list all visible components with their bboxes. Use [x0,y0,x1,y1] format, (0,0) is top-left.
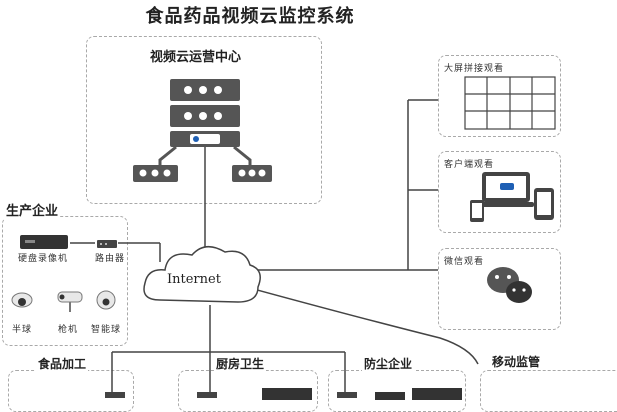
bigscreen-label: 大屏拼接观看 [444,64,505,74]
wechat-icon [487,267,532,303]
diagram-graphics [11,76,556,400]
client-devices-icon [470,172,554,222]
dome-camera-icon [11,292,33,308]
internet-cloud-icon [143,246,261,303]
bottom-devices-icon [105,388,462,400]
dvr-icon [20,235,68,249]
page-title: 食品药品视频云监控系统 [145,6,355,27]
wechat-label: 微信观看 [444,257,485,267]
ops-center-label: 视频云运营中心 [150,50,242,65]
router-icon [97,240,117,248]
router-label: 路由器 [95,254,126,264]
mobile-supervision-label: 移动监管 [490,353,543,370]
smart-ball-camera-label: 智能球 [91,325,122,335]
bullet-camera-label: 枪机 [58,325,79,335]
client-label: 客户端观看 [444,160,495,170]
internet-label: Internet [167,272,221,287]
bullet-camera-icon [57,291,83,312]
dome-camera-label: 半球 [12,325,33,335]
producer-label: 生产企业 [4,200,61,219]
video-wall-icon [464,76,556,130]
connector-lines [70,99,479,395]
kitchen-hygiene-label: 厨房卫生 [214,355,267,372]
server-rack-icon [133,79,272,182]
smart-ball-camera-icon [96,290,116,310]
dvr-label: 硬盘录像机 [18,254,69,264]
dust-company-label: 防尘企业 [362,355,415,372]
food-processing-label: 食品加工 [36,355,89,372]
